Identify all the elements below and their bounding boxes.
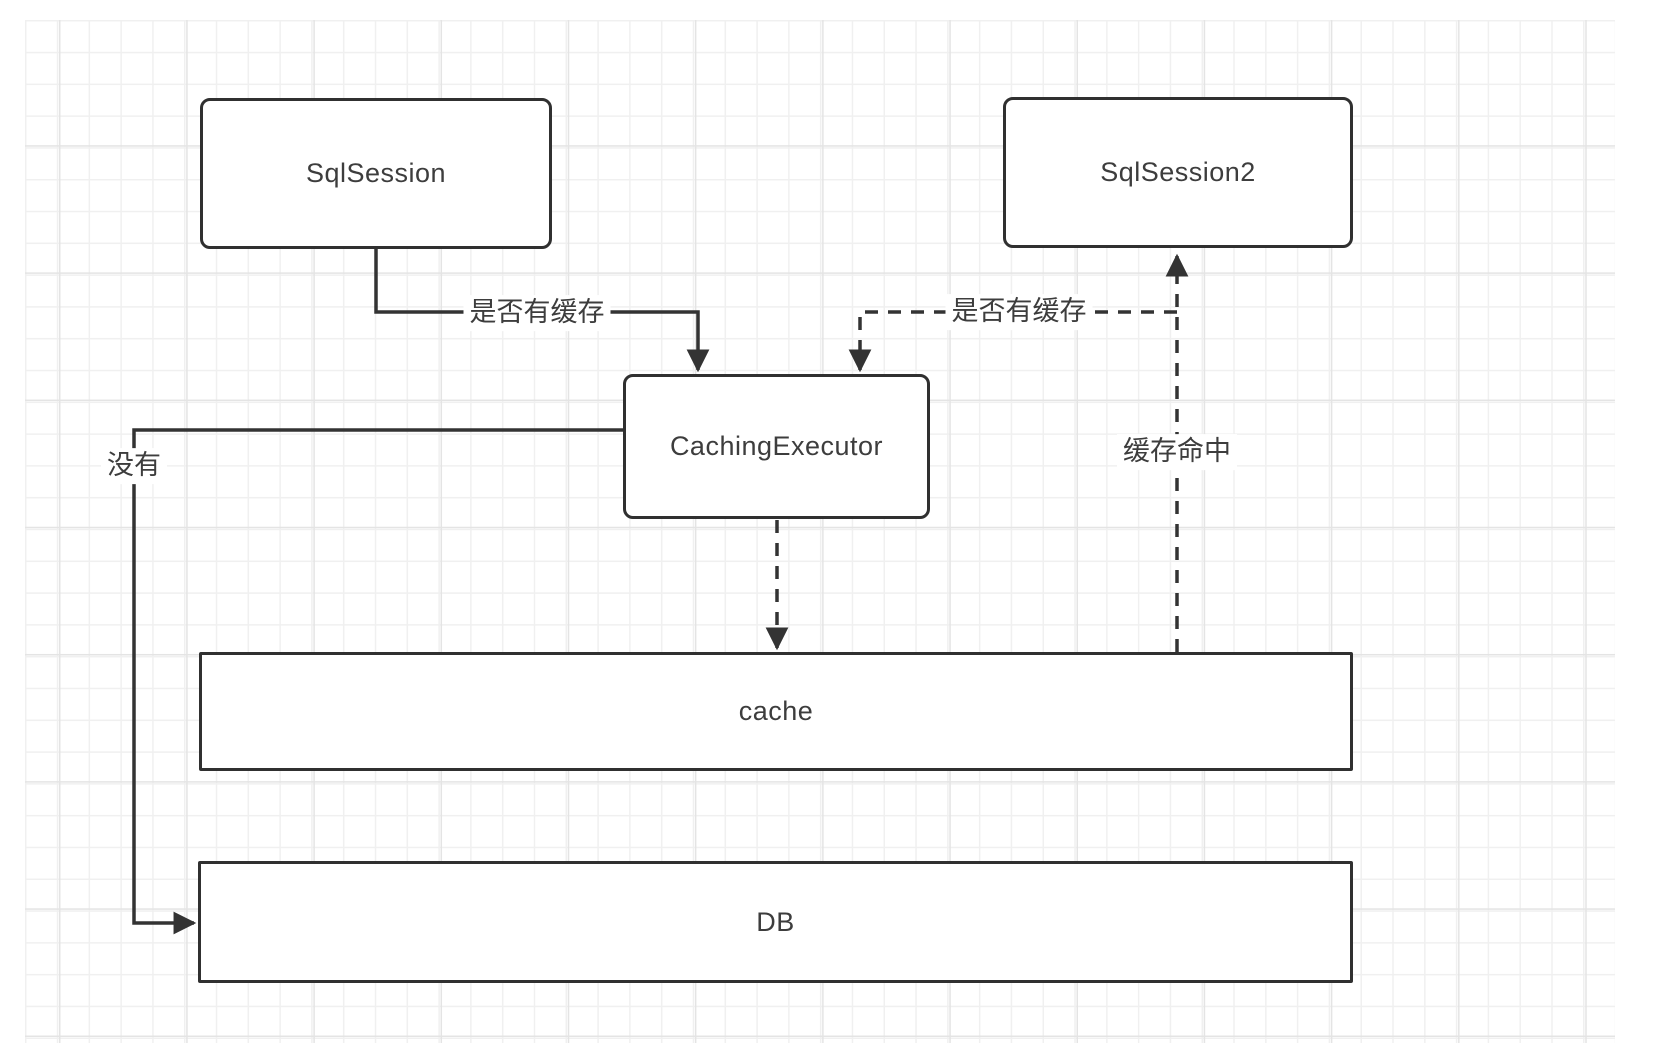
node-cache[interactable]: cache <box>199 652 1353 771</box>
node-sqlsession2[interactable]: SqlSession2 <box>1003 97 1353 248</box>
node-sqlsession2-label: SqlSession2 <box>1100 157 1256 187</box>
edge-cachingexecutor-to-db[interactable] <box>132 428 623 935</box>
node-sqlsession-label: SqlSession <box>305 158 447 188</box>
node-cache-label: cache <box>738 696 814 726</box>
node-db-label: DB <box>756 906 795 937</box>
edge-label-no-cache: 没有 <box>101 448 167 484</box>
node-cachingexecutor[interactable]: CachingExecutor <box>623 374 930 519</box>
edge-sqlsession2-to-cachingexecutor[interactable] <box>848 310 1177 373</box>
node-sqlsession[interactable]: SqlSession <box>200 98 552 249</box>
edge-label-check-cache-solid: 是否有缓存 <box>463 295 611 331</box>
node-db[interactable]: DB <box>198 861 1353 983</box>
edge-label-check-cache-dashed: 是否有缓存 <box>945 294 1093 330</box>
node-cachingexecutor-label: CachingExecutor <box>669 431 884 461</box>
edge-label-cache-hit: 缓存命中 <box>1117 434 1237 470</box>
